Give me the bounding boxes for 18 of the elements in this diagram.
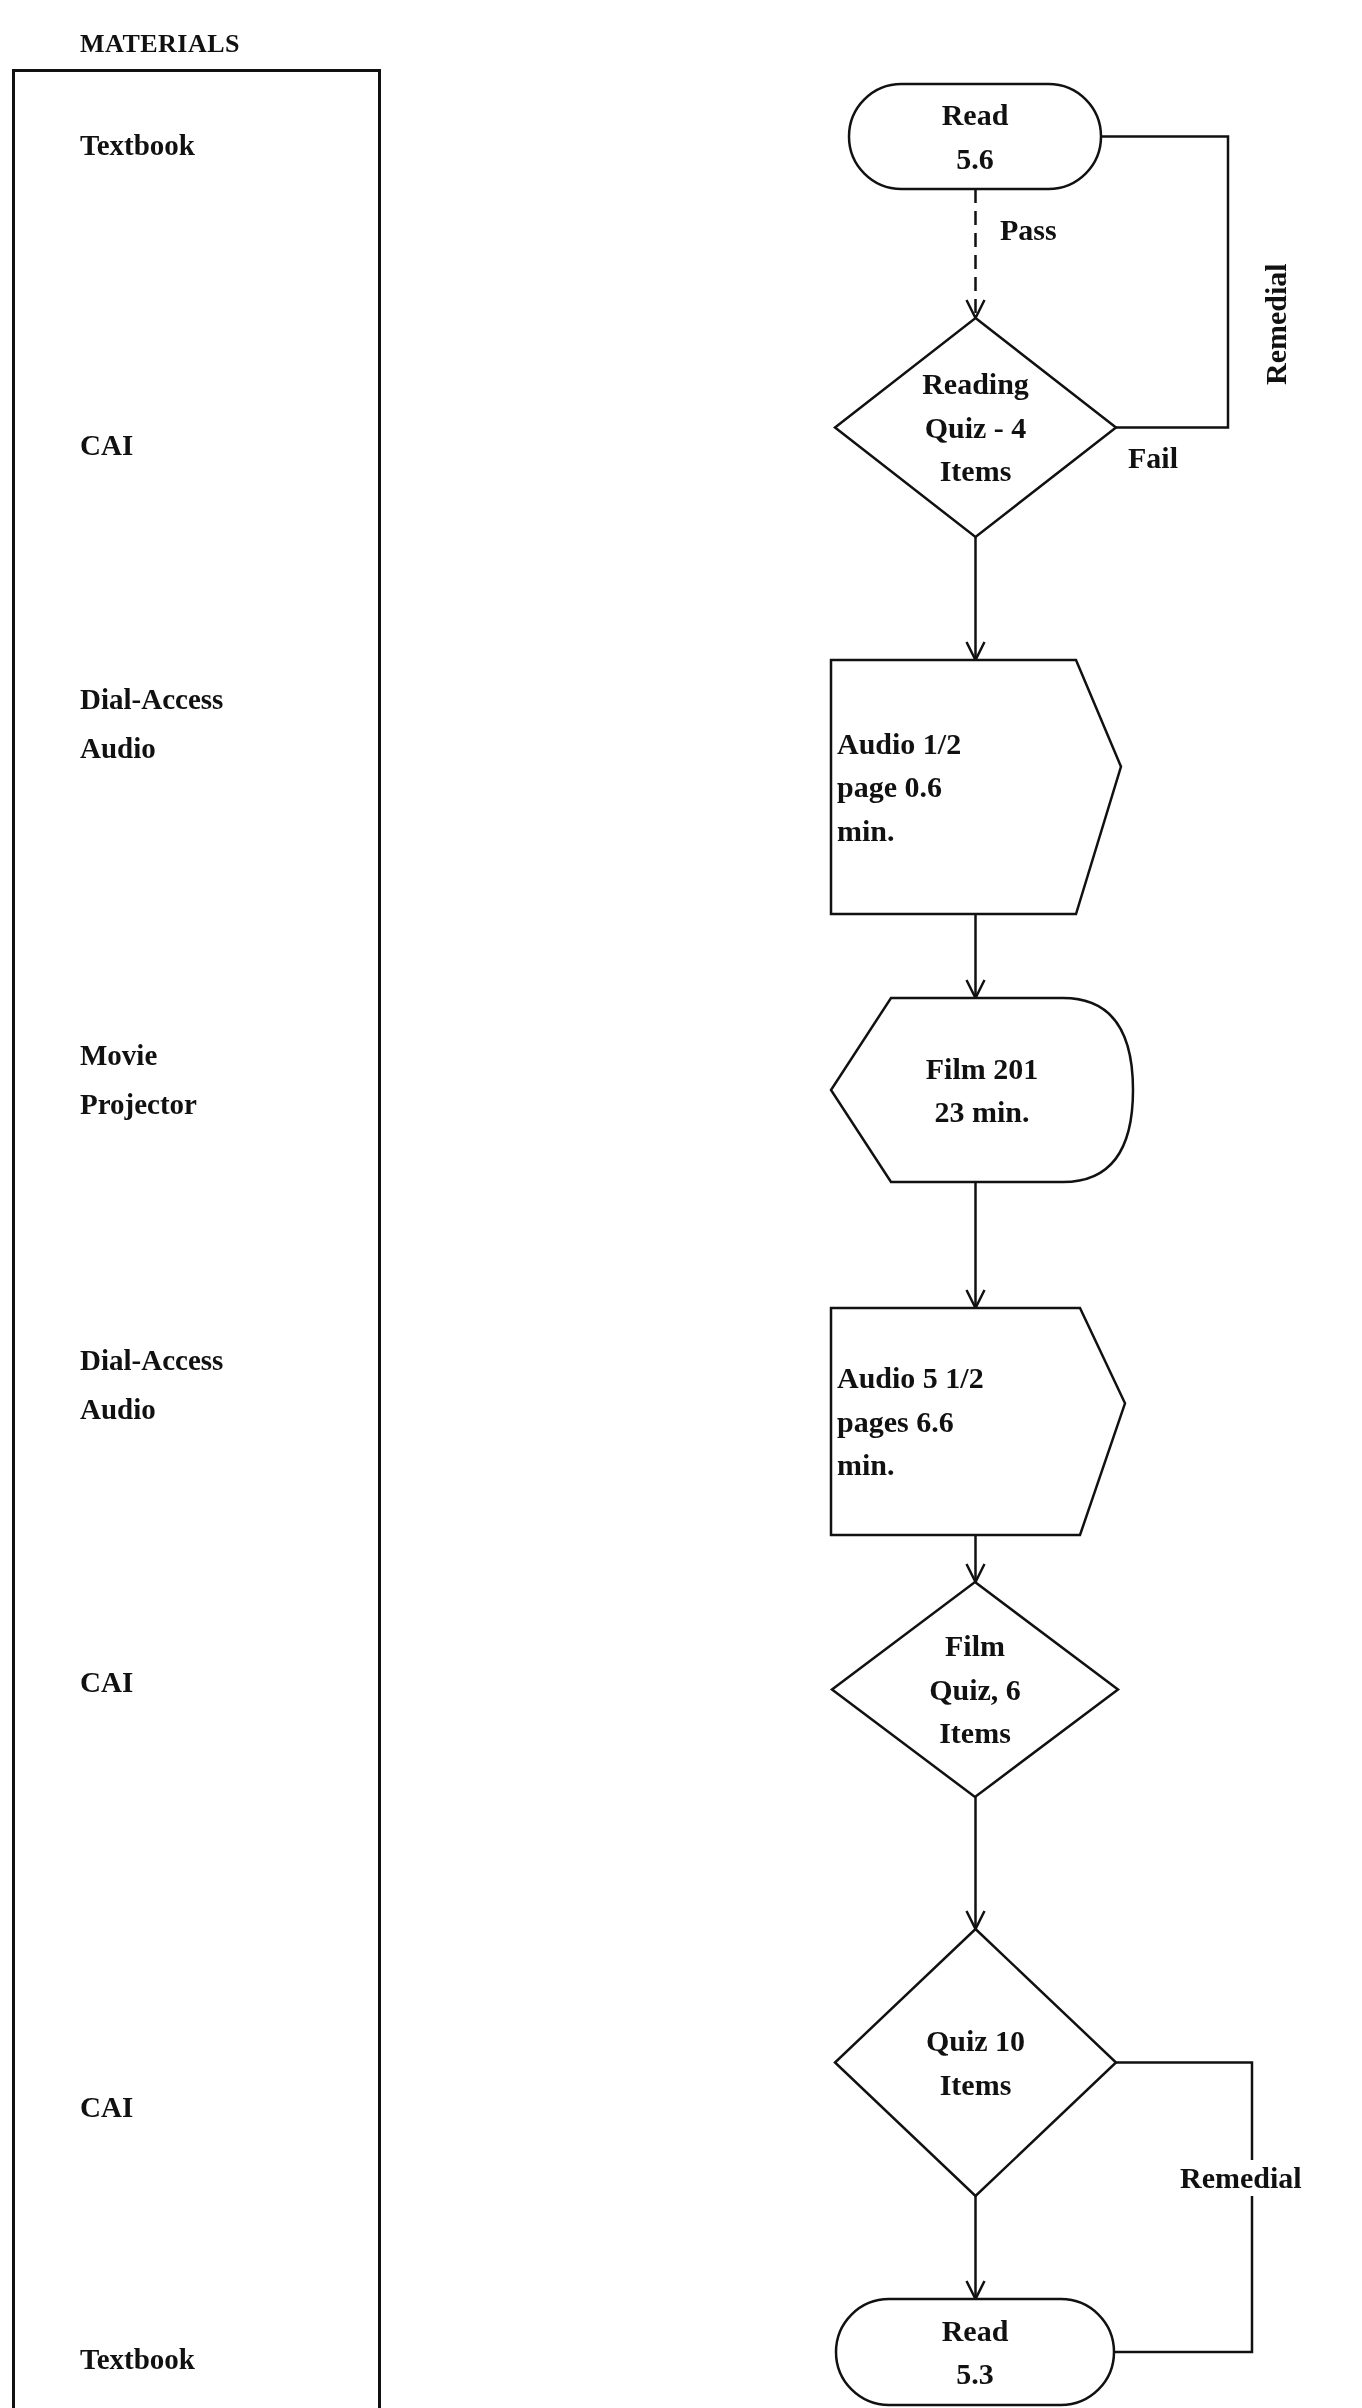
material-label: Dial-Access Audio: [80, 682, 225, 767]
step-label: Quiz 10 Items: [924, 2023, 1027, 2103]
material-label: CAI: [80, 428, 135, 463]
step-label: Read 5.3: [940, 2312, 1010, 2392]
material-label: Textbook: [80, 2342, 196, 2377]
edge-label: Remedial: [1180, 2160, 1302, 2196]
step-label: Film 201 23 min.: [924, 1050, 1040, 1130]
step-label: Audio 1/2 page 0.6 min.: [837, 725, 963, 849]
step-label: Audio 5 1/2 pages 6.6 min.: [837, 1360, 985, 1484]
step-label: Read 5.6: [940, 97, 1010, 177]
material-label: CAI: [80, 2090, 135, 2125]
material-label: Dial-Access Audio: [80, 1343, 225, 1428]
step-label: Reading Quiz - 4 Items: [921, 366, 1030, 490]
material-label: CAI: [80, 1665, 135, 1700]
material-label: Movie Projector: [80, 1038, 198, 1123]
material-label: Textbook: [80, 128, 196, 163]
step-label: Film Quiz, 6 Items: [928, 1628, 1022, 1752]
column-heading: MATERIALS: [80, 28, 242, 60]
